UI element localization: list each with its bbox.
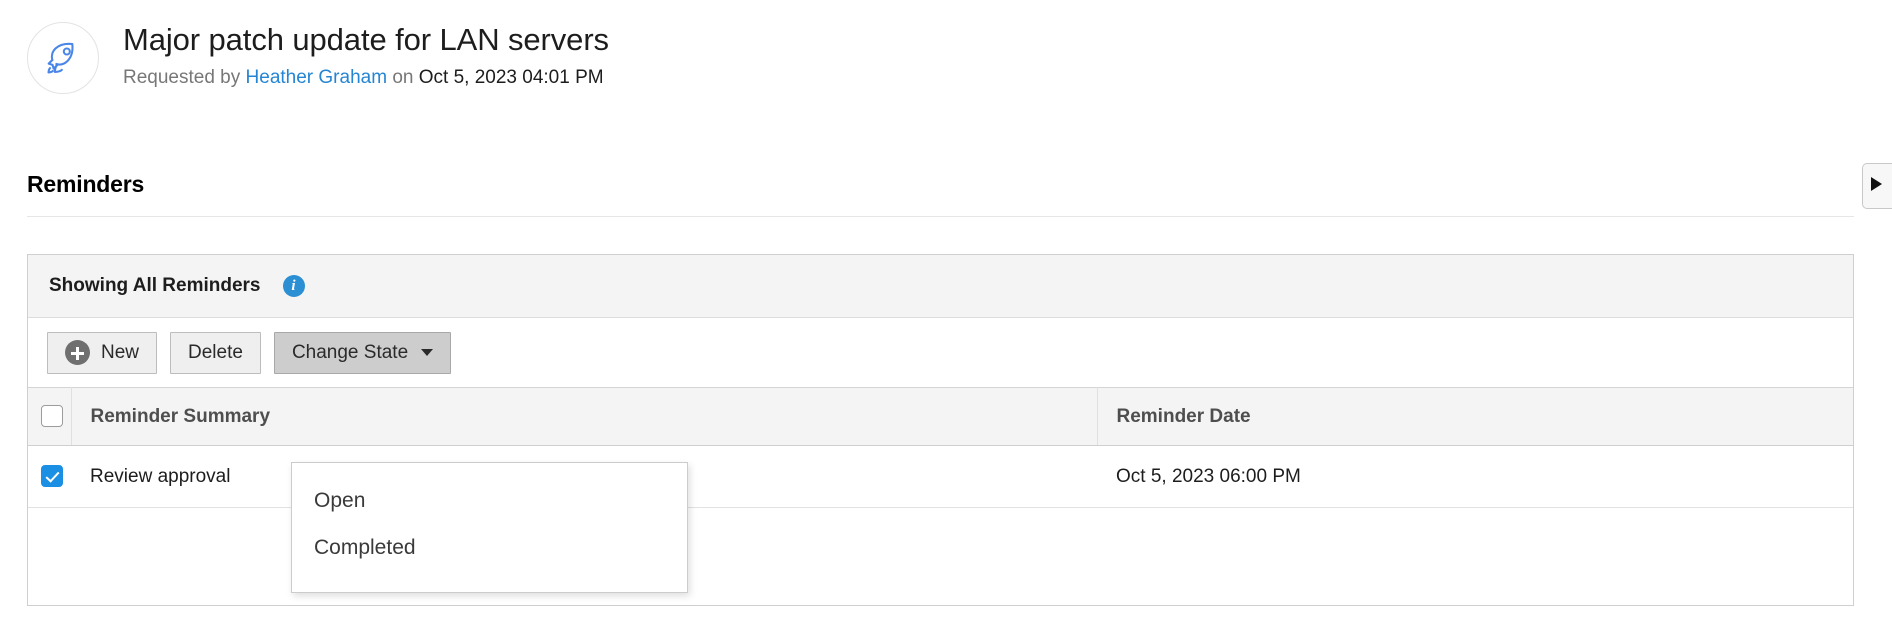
delete-button-label: Delete <box>188 341 243 363</box>
requested-timestamp: Oct 5, 2023 04:01 PM <box>418 67 604 88</box>
new-button[interactable]: New <box>47 331 158 374</box>
panel-header: Showing All Reminders i <box>28 255 1853 318</box>
play-triangle-right-icon <box>1871 176 1882 196</box>
panel-header-title: Showing All Reminders <box>49 275 261 296</box>
page-title: Major patch update for LAN servers <box>123 22 609 57</box>
change-state-dropdown-menu: Open Completed <box>291 462 688 593</box>
menu-item-open[interactable]: Open <box>314 488 366 512</box>
chevron-down-icon <box>421 349 434 356</box>
requester-link[interactable]: Heather Graham <box>245 67 388 88</box>
delete-button[interactable]: Delete <box>170 331 261 374</box>
requested-by-line: Requested by Heather Graham on Oct 5, 20… <box>123 66 609 90</box>
panel-toolbar: New Delete Change State <box>28 318 1853 387</box>
requested-by-label: Requested by <box>123 67 241 88</box>
plus-circle-icon <box>65 340 90 365</box>
row-checkbox[interactable] <box>41 465 63 488</box>
drawer-toggle-button[interactable] <box>1862 163 1892 209</box>
on-label: on <box>392 67 414 88</box>
change-state-button[interactable]: Change State <box>273 331 452 374</box>
section-heading: Reminders <box>27 171 145 197</box>
column-header-reminder-summary[interactable]: Reminder Summary <box>71 387 1098 446</box>
rocket-icon <box>43 38 83 78</box>
header-text-block: Major patch update for LAN servers Reque… <box>123 20 609 90</box>
section-divider <box>27 216 1854 217</box>
row-select-cell <box>28 445 71 508</box>
change-state-button-label: Change State <box>291 341 409 363</box>
page-header: Major patch update for LAN servers Reque… <box>0 0 1892 120</box>
column-header-reminder-date[interactable]: Reminder Date <box>1097 387 1853 446</box>
select-all-checkbox[interactable] <box>41 405 63 428</box>
table-header-row: Reminder Summary Reminder Date <box>28 387 1853 446</box>
avatar <box>27 22 99 94</box>
cell-reminder-date: Oct 5, 2023 06:00 PM <box>1097 445 1853 508</box>
new-button-label: New <box>101 341 140 363</box>
menu-item-completed[interactable]: Completed <box>314 535 416 559</box>
select-all-header <box>28 387 72 446</box>
info-circle-icon[interactable]: i <box>282 275 305 297</box>
